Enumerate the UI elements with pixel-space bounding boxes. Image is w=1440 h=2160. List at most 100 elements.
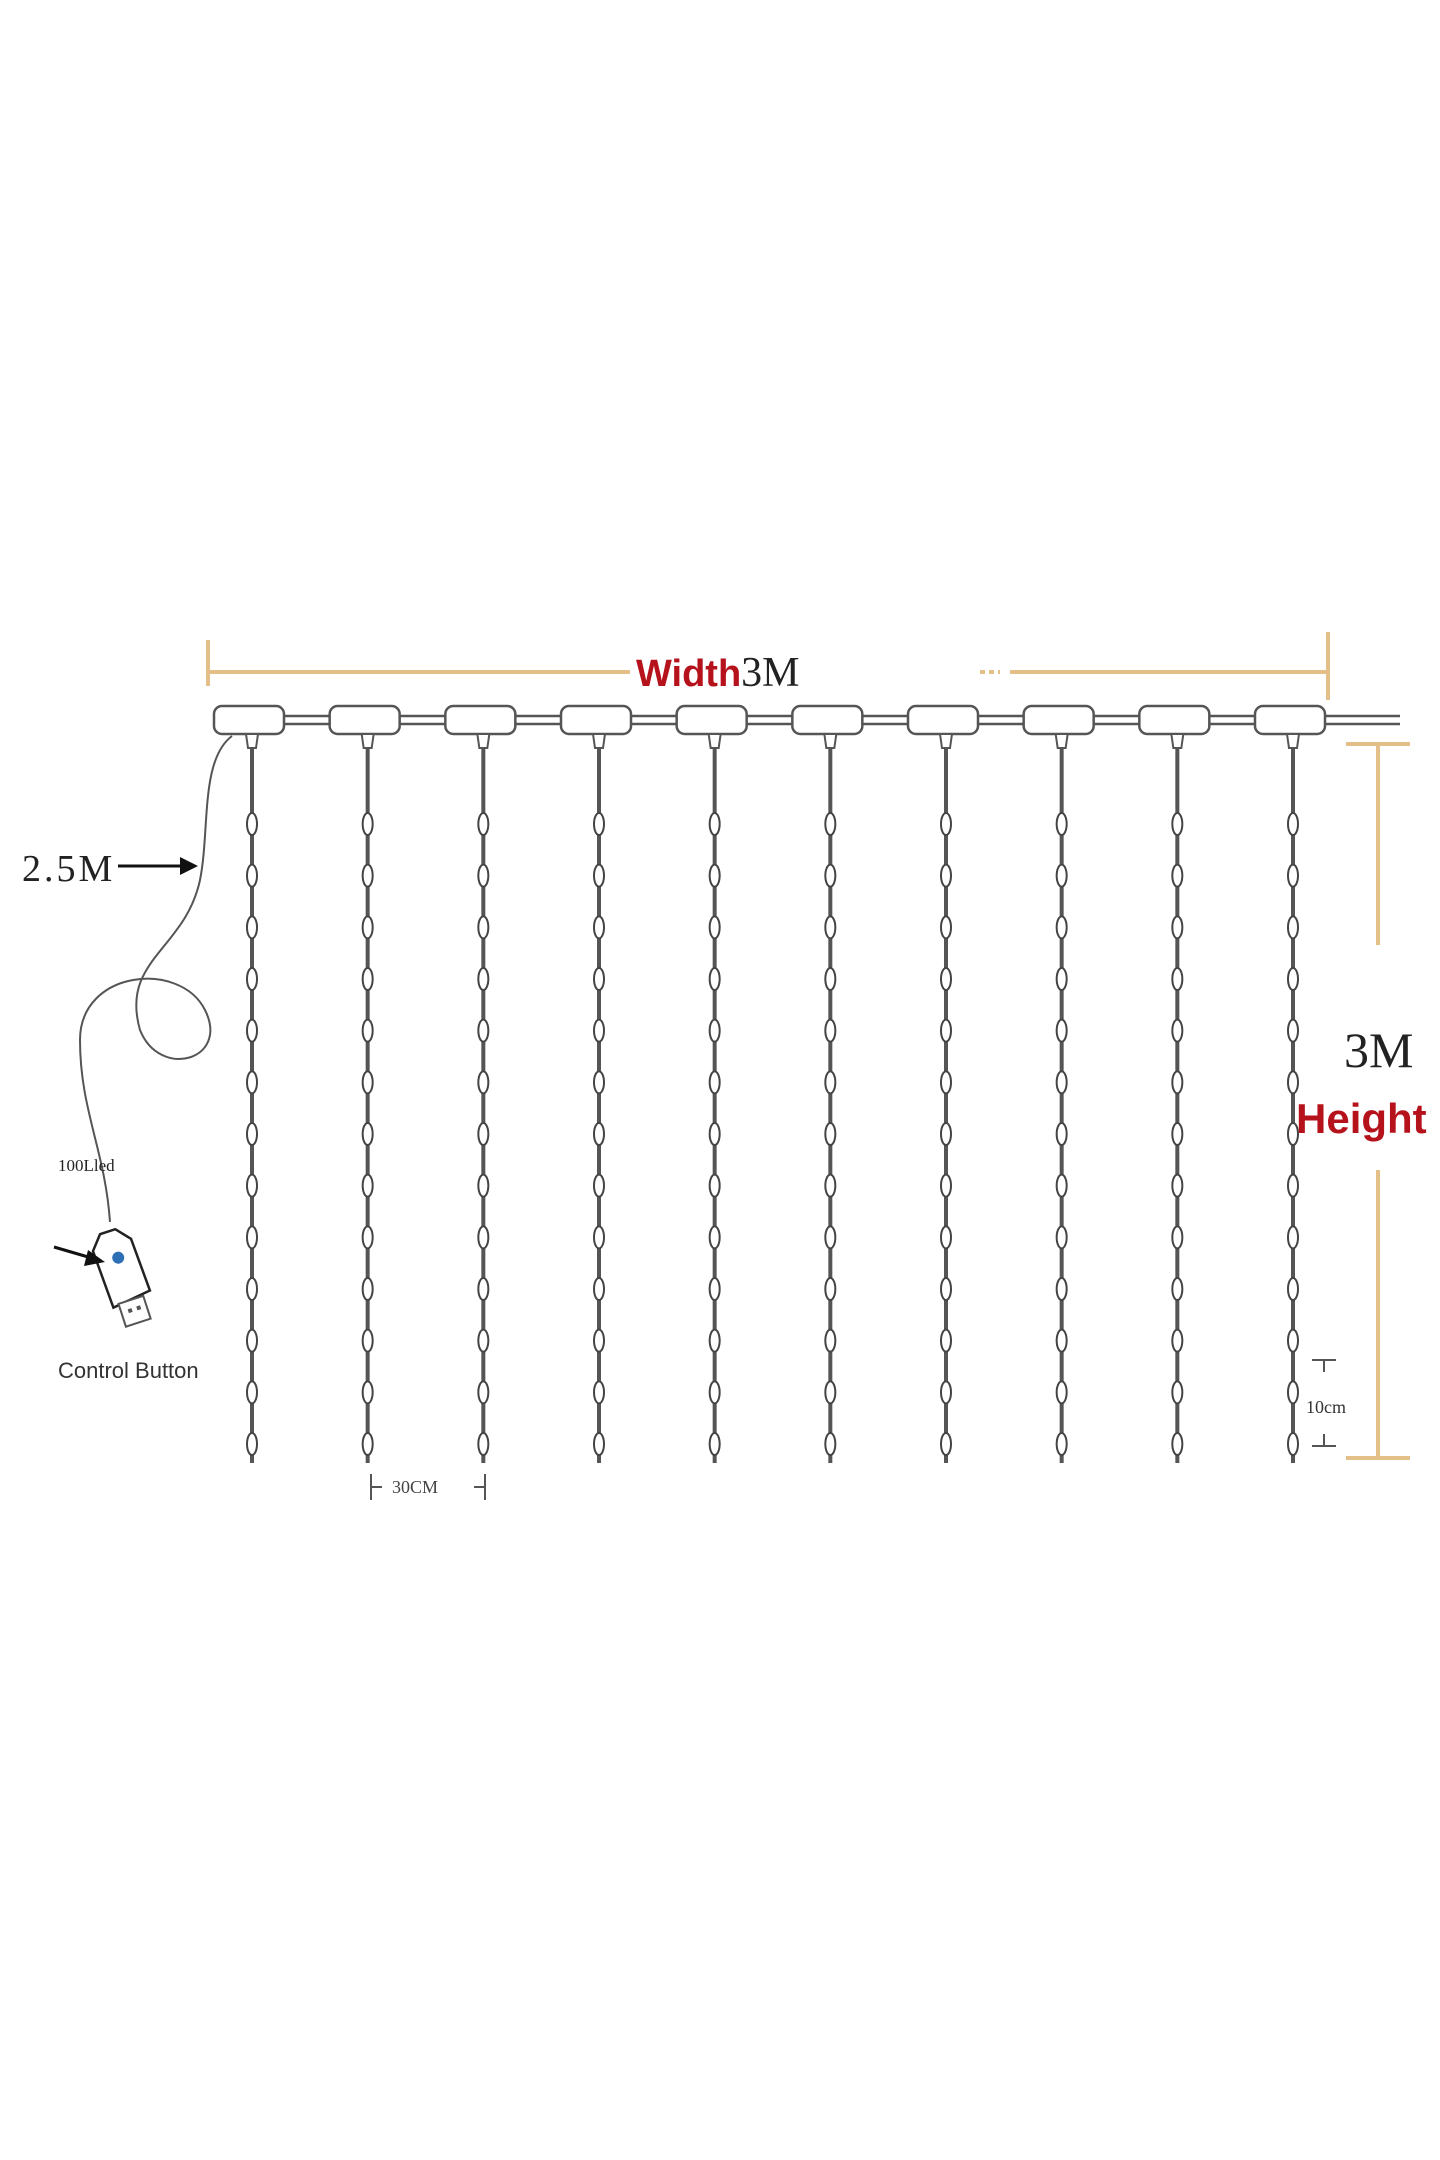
led-bulb: [246, 812, 258, 836]
light-strand: [675, 704, 748, 1463]
strand-connector: [791, 704, 864, 736]
led-bulb: [1055, 1225, 1068, 1250]
led-bulb: [477, 915, 490, 940]
led-bulb: [361, 863, 374, 888]
light-strand: [559, 704, 633, 1463]
led-bulb: [1287, 1018, 1299, 1043]
led-bulb: [1287, 967, 1299, 991]
led-bulb: [708, 967, 721, 991]
led-bulb: [1171, 1018, 1184, 1043]
led-bulb: [246, 967, 258, 991]
led-bulb: [940, 863, 952, 888]
width-dimension-line: [206, 632, 1330, 700]
strand-connector: [1022, 704, 1095, 736]
led-bulb: [1055, 1070, 1068, 1095]
led-bulb: [477, 1328, 490, 1353]
led-bulb: [1171, 1328, 1184, 1353]
led-bulb: [1055, 812, 1068, 836]
led-bulb: [708, 1173, 721, 1198]
led-bulb: [246, 1225, 258, 1250]
led-bulb: [1287, 1225, 1299, 1250]
strand-connector: [444, 704, 517, 736]
led-bulb: [246, 1328, 258, 1353]
led-bulb: [708, 1122, 721, 1146]
strand-connector: [1253, 704, 1327, 736]
led-bulb: [477, 1380, 490, 1405]
led-bulb: [246, 1277, 258, 1301]
led-bulb: [246, 915, 258, 940]
led-bulb: [824, 1277, 837, 1301]
led-bulb: [940, 915, 952, 940]
height-label: Height: [1296, 1095, 1427, 1142]
led-bulb: [824, 1380, 837, 1405]
led-bulb: [940, 1122, 952, 1146]
led-bulb: [361, 1070, 374, 1095]
led-bulb: [824, 1122, 837, 1146]
led-bulb: [1055, 1277, 1068, 1301]
led-count-label: 100Lled: [58, 1156, 115, 1175]
led-bulb: [477, 812, 490, 836]
led-bulb: [1171, 1173, 1184, 1198]
led-bulb: [593, 1432, 605, 1456]
led-bulb: [940, 1328, 952, 1353]
height-value: 3M: [1344, 1022, 1414, 1078]
led-bulb: [824, 1225, 837, 1250]
led-bulb: [708, 915, 721, 940]
led-bulb: [1055, 1018, 1068, 1043]
led-bulb: [708, 1380, 721, 1405]
led-bulb: [361, 1225, 374, 1250]
led-bulb: [708, 1432, 721, 1456]
led-bulb: [246, 1070, 258, 1095]
strand-connector: [212, 704, 286, 736]
control-button-icon: [112, 1251, 125, 1264]
led-bulb: [1171, 1122, 1184, 1146]
led-bulb: [1171, 915, 1184, 940]
led-bulb: [593, 1380, 605, 1405]
led-bulb: [246, 1380, 258, 1405]
led-bulb: [824, 1173, 837, 1198]
led-bulb: [1055, 915, 1068, 940]
led-bulb: [1171, 1225, 1184, 1250]
led-bulb: [1287, 1432, 1299, 1456]
led-bulb: [940, 1225, 952, 1250]
led-bulb: [593, 967, 605, 991]
led-bulb: [361, 1277, 374, 1301]
led-bulb: [940, 1070, 952, 1095]
led-bulb: [477, 1122, 490, 1146]
led-bulb: [246, 1173, 258, 1198]
lead-length-label: 2.5M: [22, 848, 116, 890]
light-strand: [906, 704, 980, 1463]
led-bulb: [361, 915, 374, 940]
led-bulb: [246, 863, 258, 888]
led-bulb: [477, 1173, 490, 1198]
led-bulb: [1287, 1328, 1299, 1353]
led-bulb: [477, 1018, 490, 1043]
led-bulb: [1171, 1070, 1184, 1095]
led-bulb: [593, 915, 605, 940]
led-bulb: [1287, 863, 1299, 888]
width-label: Width: [636, 653, 742, 695]
led-spacing-marker: [1312, 1359, 1336, 1447]
led-bulb: [1171, 1277, 1184, 1301]
led-bulb: [593, 1328, 605, 1353]
height-dimension-line: [1346, 742, 1410, 1460]
led-bulb: [824, 967, 837, 991]
led-bulb: [1287, 1380, 1299, 1405]
led-bulb: [940, 1018, 952, 1043]
led-bulb: [708, 812, 721, 836]
led-bulb: [708, 1070, 721, 1095]
led-bulb: [824, 1328, 837, 1353]
led-bulb: [1055, 1380, 1068, 1405]
led-bulb: [940, 812, 952, 836]
led-bulb: [477, 863, 490, 888]
light-strand: [1253, 704, 1327, 1463]
led-bulb: [361, 1122, 374, 1146]
led-bulb: [824, 1018, 837, 1043]
led-bulb: [361, 1328, 374, 1353]
led-bulb: [940, 1380, 952, 1405]
light-strand: [212, 704, 286, 1463]
led-bulb: [246, 1432, 258, 1456]
led-bulb: [477, 1277, 490, 1301]
